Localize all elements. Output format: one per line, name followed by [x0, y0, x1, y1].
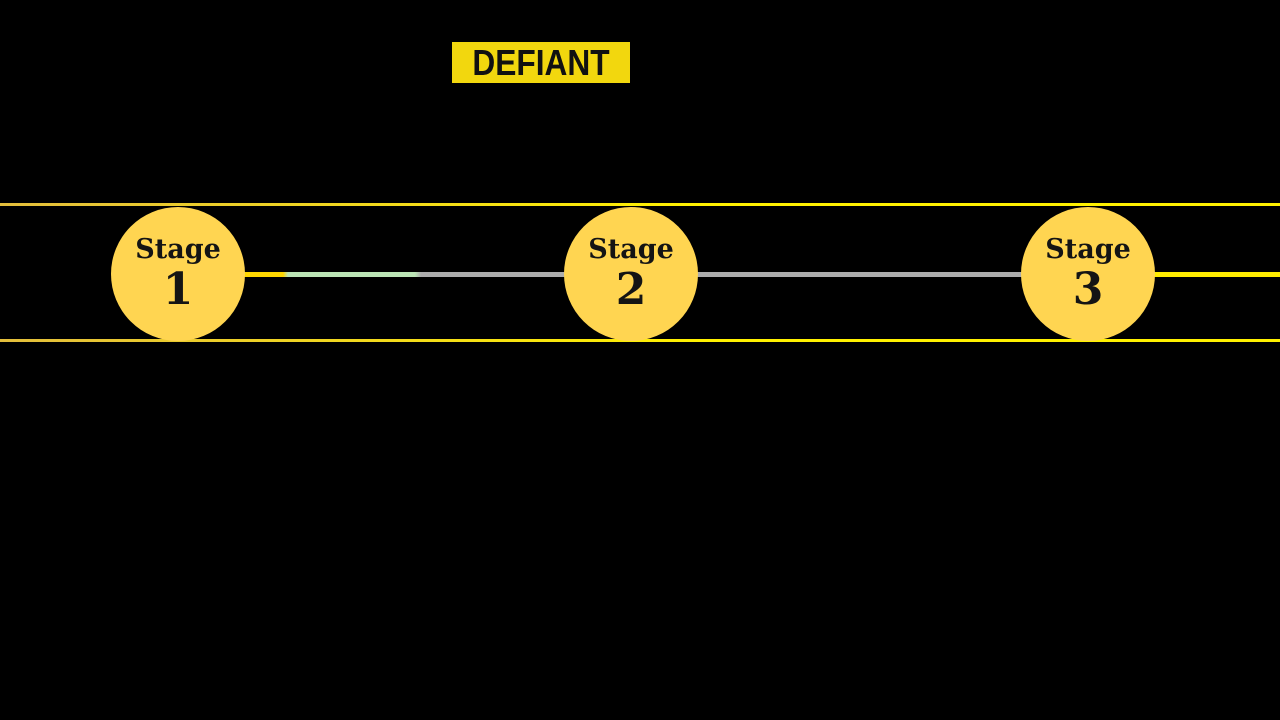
stage-3-label: Stage	[1045, 234, 1131, 266]
stage-1-label: Stage	[135, 234, 221, 266]
stage-1-number: 1	[162, 263, 194, 315]
bottom-divider-line	[0, 339, 1280, 342]
top-divider-line	[0, 203, 1280, 206]
stage-2-label: Stage	[588, 234, 674, 266]
stage-2-circle: Stage 2	[564, 207, 698, 341]
connector-stage1-stage2	[240, 272, 570, 277]
stage-1-circle: Stage 1	[111, 207, 245, 341]
connector-stage2-stage3	[690, 272, 1030, 277]
stage-2-number: 2	[615, 263, 647, 315]
stage-3-circle: Stage 3	[1021, 207, 1155, 341]
stage-3-number: 3	[1072, 263, 1104, 315]
connector-stage3-right-edge	[1150, 272, 1280, 277]
defiant-logo-badge: DEFIANT	[452, 42, 630, 83]
defiant-logo-text: DEFIANT	[472, 41, 610, 83]
